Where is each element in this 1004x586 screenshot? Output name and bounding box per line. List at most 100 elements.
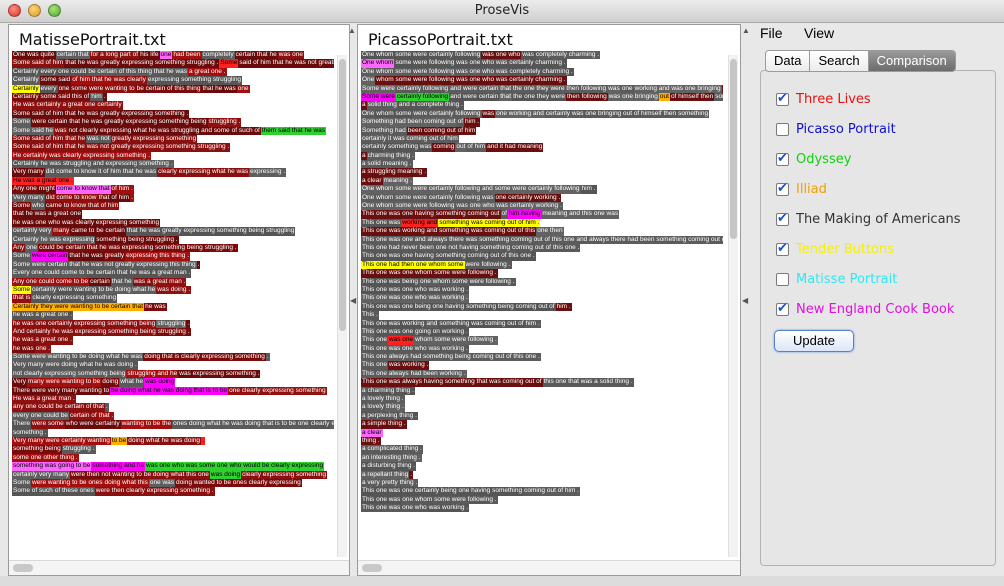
text-line[interactable]: a complicated thing .	[361, 445, 423, 454]
text-line[interactable]: There were some who were certainly wanti…	[12, 420, 334, 429]
text-line[interactable]: He was a great one .	[12, 176, 74, 186]
comparison-checkbox[interactable]	[776, 150, 789, 166]
text-line[interactable]: Certainly he was struggling and expressi…	[12, 160, 174, 169]
left-hscroll-thumb[interactable]	[13, 564, 33, 572]
text-line[interactable]: certainly very many were then not wantin…	[12, 470, 327, 479]
text-line[interactable]: Certainly every one some were wanting to…	[12, 84, 250, 93]
text-line[interactable]: This one was one whom some were followin…	[361, 336, 498, 345]
text-line[interactable]: This one had never been one not having s…	[361, 243, 581, 253]
comparison-option[interactable]: Illiad	[776, 179, 827, 199]
text-line[interactable]: Some said he was not clearly expressing …	[12, 126, 327, 135]
text-line[interactable]: he was a great one .	[12, 336, 73, 345]
text-line[interactable]: This .	[361, 311, 379, 320]
text-line[interactable]: a solid thing and a complete thing .	[361, 101, 464, 110]
text-line[interactable]: Some said of him that he was not greatly…	[12, 143, 231, 152]
text-line[interactable]: certainly it was coming out of him	[361, 134, 459, 144]
text-line[interactable]: This one was working and something was c…	[361, 218, 541, 228]
text-line[interactable]: an interesting thing .	[361, 453, 422, 463]
text-line[interactable]: This one was one having something coming…	[361, 210, 620, 219]
text-line[interactable]: Some certainly were wanting to be doing …	[12, 285, 192, 295]
text-line[interactable]: a lovely thing .	[361, 395, 405, 404]
text-line[interactable]: he was a great one .	[12, 311, 74, 320]
left-vertical-scrollbar[interactable]	[337, 55, 347, 557]
text-line[interactable]: a disturbing thing .	[361, 462, 417, 471]
text-line[interactable]: a solid meaning .	[361, 160, 413, 169]
text-line[interactable]: Any one could be certain that he was exp…	[12, 243, 238, 253]
text-line[interactable]: a clear	[361, 428, 383, 437]
tab-data[interactable]: Data	[766, 51, 811, 71]
text-line[interactable]: This one had then one whom some were fol…	[361, 260, 512, 270]
text-line[interactable]: some one other thing .	[12, 453, 79, 463]
text-line[interactable]: Some of such of these ones were then cle…	[12, 487, 215, 496]
text-line[interactable]: This one was one being one having someth…	[361, 302, 572, 312]
comparison-option[interactable]: Picasso Portrait	[776, 119, 896, 139]
zoom-window-button[interactable]	[48, 4, 61, 17]
text-line[interactable]: Some were certainly following and were c…	[361, 84, 723, 93]
text-line[interactable]: One whom some were certainly following w…	[361, 193, 562, 203]
close-window-button[interactable]	[8, 4, 21, 17]
text-line[interactable]: every one could be certain of that .	[12, 411, 115, 421]
mid-horizontal-scrollbar[interactable]	[358, 560, 740, 575]
text-line[interactable]: Certainly every one could be certain of …	[12, 67, 227, 77]
text-line[interactable]: This one was one who was working .	[361, 344, 469, 354]
text-line[interactable]: Very many were wanting to be doing what …	[12, 378, 176, 387]
text-line[interactable]: thing .	[361, 436, 381, 446]
comparison-option[interactable]: Three Lives	[776, 89, 871, 109]
left-scroll-thumb[interactable]	[339, 59, 346, 331]
comparison-checkbox[interactable]	[776, 210, 789, 226]
text-line[interactable]: This one was one who was working .	[361, 504, 470, 513]
text-line[interactable]: This one was being one whom some were fo…	[361, 277, 516, 286]
text-line[interactable]: Certainly some said of him that he was c…	[12, 76, 243, 85]
text-line[interactable]: This one was one who was working .	[361, 285, 470, 295]
text-line[interactable]: a perplexing thing .	[361, 411, 418, 421]
text-line[interactable]: This one was working and something was c…	[361, 227, 564, 236]
collapse-up-arrow-icon-2[interactable]: ▲	[742, 26, 750, 35]
text-line[interactable]: a clear meaning .	[361, 176, 414, 186]
text-line[interactable]: This one was one going on working .	[361, 327, 469, 337]
text-line[interactable]: This one was working .	[361, 361, 430, 370]
text-line[interactable]: This one was always having something tha…	[361, 378, 634, 387]
text-line[interactable]: One whom some were certainly following w…	[361, 109, 710, 119]
text-line[interactable]: This one always had been working .	[361, 369, 467, 379]
text-line[interactable]: Some said of him that he was not greatly…	[12, 134, 198, 144]
text-line[interactable]: One whom some were certainly following w…	[361, 51, 601, 60]
text-line[interactable]: Any one might come to know that of him .	[12, 185, 134, 194]
text-line[interactable]: certainly something was coming out of hi…	[361, 143, 544, 152]
text-line[interactable]: Something had been coming out of him	[361, 126, 477, 135]
text-line[interactable]: Some who came to know that of him	[12, 202, 120, 211]
text-line[interactable]: Some said of him that he was greatly exp…	[12, 59, 334, 68]
text-line[interactable]: This one was working and something was c…	[361, 319, 541, 328]
text-line[interactable]: something being struggling .	[12, 445, 96, 454]
mid-text-panel[interactable]: PicassoPortrait.txt One whom some were c…	[357, 24, 741, 576]
text-line[interactable]: Some were certainly following and were c…	[361, 92, 723, 102]
text-line[interactable]: Very many did come to know that of him .	[12, 193, 134, 203]
text-line[interactable]: something was going to be something and …	[12, 462, 325, 471]
comparison-option[interactable]: Matisse Portrait	[776, 269, 897, 289]
text-line[interactable]: a lovely thing .	[361, 403, 405, 412]
minimize-window-button[interactable]	[28, 4, 41, 17]
text-line[interactable]: One whom some were following was one who…	[361, 202, 563, 211]
mid-text-area[interactable]: One whom some were certainly following w…	[361, 51, 723, 513]
comparison-checkbox[interactable]	[776, 122, 789, 136]
text-line[interactable]: Very many were certainly wanting to be d…	[12, 436, 205, 446]
text-line[interactable]: a struggling meaning .	[361, 168, 428, 177]
text-line[interactable]: This one always had something being comi…	[361, 353, 541, 362]
text-line[interactable]: This one was one certainly being one hav…	[361, 487, 580, 496]
text-line[interactable]: a charming thing .	[361, 151, 415, 161]
comparison-checkbox[interactable]	[776, 240, 789, 256]
split-left-arrow-icon[interactable]: ◀	[350, 296, 357, 305]
text-line[interactable]: One whom some were following was one who…	[361, 59, 567, 68]
text-line[interactable]: Something had been coming out of him .	[361, 118, 481, 127]
text-line[interactable]: There were very many wanting to be doing…	[12, 386, 327, 396]
left-text-area[interactable]: One was quite certain that for a long pa…	[12, 51, 334, 496]
tab-comparison[interactable]: Comparison	[868, 51, 955, 71]
text-line[interactable]: Any one could come to be certain that he…	[12, 277, 187, 286]
text-line[interactable]: he was one certainly expressing somethin…	[12, 319, 191, 328]
text-line[interactable]: a repellant thing .	[361, 470, 414, 479]
text-line[interactable]: Some were wanting to be ones doing what …	[12, 478, 302, 488]
text-line[interactable]: Some were certain that he was greatly ex…	[12, 118, 242, 127]
text-line[interactable]: This one was one who was working .	[361, 294, 469, 303]
comparison-option[interactable]: The Making of Americans	[776, 209, 961, 229]
left-text-panel[interactable]: MatissePortrait.txt One was quite certai…	[8, 24, 350, 576]
text-line[interactable]: He certainly was clearly expressing some…	[12, 151, 151, 161]
